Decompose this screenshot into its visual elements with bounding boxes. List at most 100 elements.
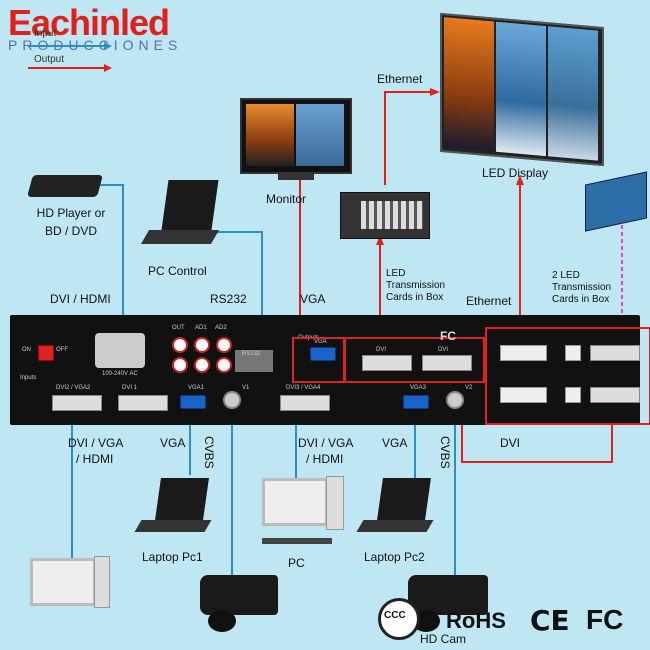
cvbs-input-port-2 [446, 391, 464, 409]
ccc-cert-badge [378, 598, 420, 640]
label-vga-in2: VGA [382, 436, 408, 450]
rca-port [172, 357, 188, 373]
panel-dvi1-in: DVI 1 [122, 385, 138, 391]
camcorder-1 [200, 575, 278, 615]
laptop-pc-control [161, 180, 219, 230]
laptop-pc2 [377, 478, 431, 520]
led-card-section-highlight [485, 327, 650, 425]
vga-input-port-1 [180, 395, 206, 409]
label-led2-3: Cards in Box [552, 294, 610, 305]
label-rs232: RS232 [210, 292, 247, 306]
ethernet-port [500, 345, 547, 361]
power-switch[interactable] [38, 345, 54, 361]
hd-player-device [27, 175, 103, 197]
dvi-output-port-1 [362, 355, 412, 371]
panel-dvi2: DVI [438, 347, 449, 353]
label-cvbs1: CVBS [202, 436, 216, 469]
label-laptop1: Laptop Pc1 [142, 550, 203, 564]
legend-input-label: Input [34, 28, 57, 39]
vga-output-highlight [292, 337, 346, 383]
legend-output-arrow [28, 64, 112, 72]
panel-out: OUT [172, 325, 185, 331]
label-led2-1: 2 LED [552, 270, 580, 281]
dvi-card-port [590, 387, 640, 403]
label-hd-player: HD Player or [36, 206, 106, 220]
rca-port [194, 337, 210, 353]
dvi-input-port-2 [52, 395, 102, 411]
panel-off: OFF [56, 347, 68, 353]
panel-dvi1: DVI [376, 347, 387, 353]
label-input1-line2: / HDMI [76, 452, 114, 466]
label-input1-line1: DVI / VGA [68, 436, 124, 450]
panel-vga: VGA [314, 339, 327, 345]
label-ethernet-mid: Ethernet [466, 294, 512, 308]
legend-output-label: Output [34, 54, 65, 65]
rca-port [216, 337, 232, 353]
panel-ac: 100-240V AC [102, 371, 138, 377]
panel-dvi2vga2: DVI2 / VGA2 [56, 385, 91, 391]
brand-name: Eachinled [8, 2, 170, 43]
panel-ad1: AD1 [195, 325, 207, 331]
rs232-port [235, 350, 273, 372]
vga-output-port [310, 347, 336, 361]
label-led-trans-1: LED [386, 268, 406, 279]
pc-tower [326, 476, 344, 530]
led-display-wall [440, 12, 604, 167]
cert-fc: FC [586, 604, 624, 635]
ac-power-socket [95, 333, 145, 368]
output-ports-highlight [343, 337, 485, 383]
line-dvi-loop [461, 400, 613, 463]
panel-dvi3vga4: DVI3 / VGA4 [286, 385, 321, 391]
label-pc-control: PC Control [148, 264, 207, 278]
panel-vga1: VGA1 [188, 385, 205, 391]
label-vga-in1: VGA [160, 436, 186, 450]
usb-port [565, 387, 581, 403]
label-pc: PC [288, 556, 305, 570]
cert-ccc: CCC [384, 610, 406, 621]
vga-input-port-3 [403, 395, 429, 409]
cvbs-input-port-1 [223, 391, 241, 409]
cert-ce: CE [530, 604, 570, 637]
dvi-output-port-2 [422, 355, 472, 371]
label-input2-line2: / HDMI [306, 452, 344, 466]
label-input2-line1: DVI / VGA [298, 436, 354, 450]
rca-port [172, 337, 188, 353]
legend-input-arrow [28, 42, 112, 50]
label-dvi-hdmi: DVI / HDMI [50, 292, 111, 306]
led-transmission-box [340, 192, 430, 239]
panel-ad2: AD2 [215, 325, 227, 331]
desktop-pc [262, 478, 328, 526]
label-cvbs2: CVBS [438, 436, 452, 469]
label-hd-player-line2: BD / DVD [44, 224, 97, 238]
panel-fc-mark: FC [440, 329, 456, 343]
rca-port [216, 357, 232, 373]
monitor [240, 98, 352, 174]
dvi-card-port [590, 345, 640, 361]
panel-on: ON [22, 347, 31, 353]
laptop-pc1 [155, 478, 209, 520]
label-hd-cam: HD Cam [420, 632, 467, 646]
camcorder-2 [408, 575, 488, 615]
keyboard [262, 538, 332, 544]
video-processor-chassis: ON OFF 100-240V AC OUT AD1 AD2 RS232 Out… [10, 315, 650, 425]
panel-rs232: RS232 [242, 351, 261, 357]
line-pccontrol [215, 231, 263, 350]
label-led-trans-2: Transmission [386, 280, 446, 291]
panel-v2: V2 [465, 385, 473, 391]
panel-inputs: Inputs [20, 375, 37, 381]
rca-port [194, 357, 210, 373]
label-led2-2: Transmission [552, 282, 612, 293]
label-led-trans-3: Cards in Box [386, 292, 444, 303]
cert-rohs: RoHS [446, 608, 506, 633]
line-ethernet-top [384, 91, 435, 185]
panel-vga3: VGA3 [410, 385, 427, 391]
label-laptop2: Laptop Pc2 [364, 550, 425, 564]
panel-v1: V1 [242, 385, 250, 391]
label-ethernet-top: Ethernet [377, 72, 423, 86]
monitor-stand [278, 172, 314, 180]
hd-player-bottom-monitor [30, 558, 96, 606]
dvi-input-port-3 [280, 395, 330, 411]
ethernet-port [500, 387, 547, 403]
dvi-input-port-1 [118, 395, 168, 411]
usb-port [565, 345, 581, 361]
